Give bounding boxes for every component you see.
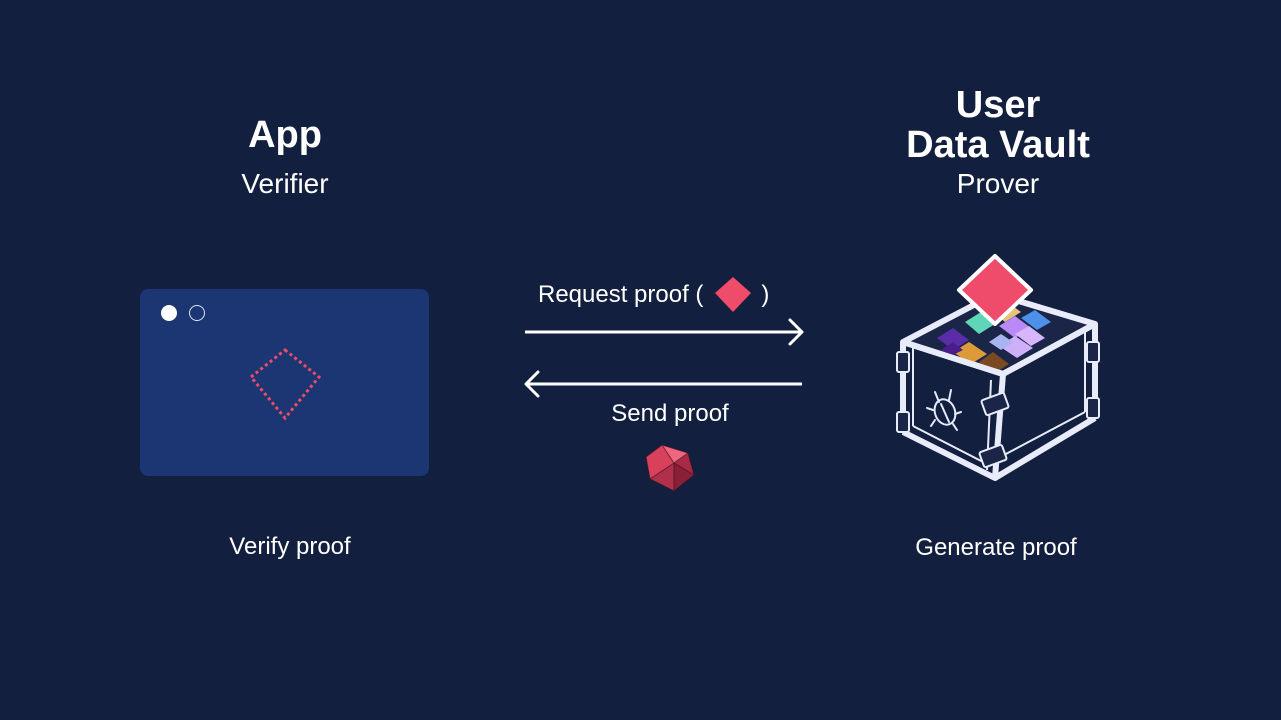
arrow-right-icon [525,318,804,346]
proof-gem-icon [645,444,695,492]
generate-proof-caption: Generate proof [915,534,1077,561]
app-window [140,289,429,476]
vault-subtitle: Prover [956,168,1040,199]
vault-title-line1: User [955,84,1041,126]
arrow-left-icon [524,370,802,398]
request-proof-text: Request proof ( [538,281,704,308]
vault-title: User Data Vault [878,85,1118,165]
send-proof-caption: Send proof [611,400,729,427]
app-title: App [248,114,322,156]
request-proof-close-paren: ) [761,281,770,308]
vault-title-line2: Data Vault [906,124,1090,166]
vault-box-icon [896,254,1100,481]
request-proof-label: Request proof ( ) [538,277,770,312]
window-dot-filled-icon [161,305,177,321]
dotted-diamond-icon [248,348,322,421]
window-dot-hollow-icon [189,305,205,321]
app-subtitle: Verifier [241,168,329,199]
verify-proof-caption: Verify proof [229,533,351,560]
diamond-icon [715,277,752,312]
